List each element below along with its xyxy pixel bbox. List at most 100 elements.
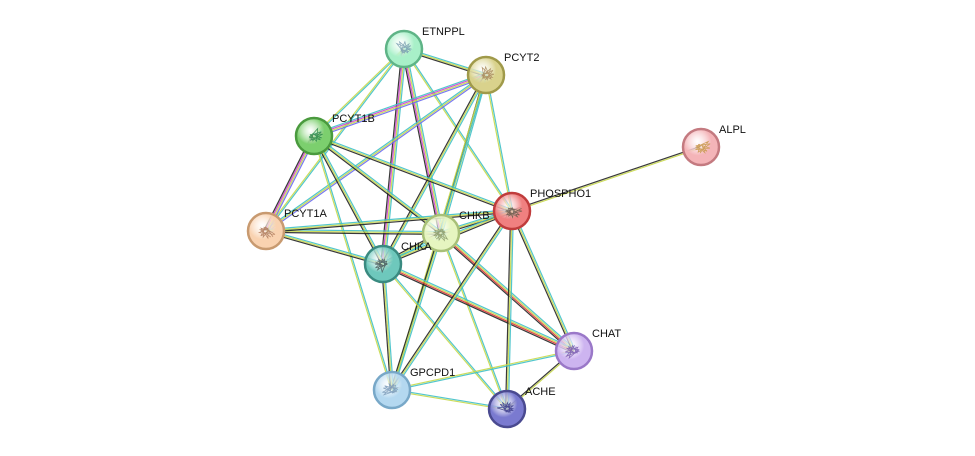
edge-channel-line — [314, 76, 487, 139]
edge-channel-line — [312, 136, 441, 235]
edge-pcyt1b-chka[interactable] — [312, 135, 385, 265]
node-phospho1[interactable]: PHOSPHO1 — [492, 188, 591, 231]
node-bubble — [492, 191, 532, 231]
edge-channel-line — [392, 233, 443, 391]
edge-pcyt1b-gpcpd1[interactable] — [312, 135, 394, 391]
node-label: GPCPD1 — [410, 367, 455, 379]
protein-structure-thumbnail — [374, 258, 388, 274]
edge-channel-line — [511, 145, 701, 211]
node-chkb[interactable]: CHKB — [421, 210, 490, 253]
edge-channel-line — [264, 48, 404, 231]
edge-channel-line — [265, 230, 442, 234]
edge-channel-line — [439, 233, 507, 410]
protein-structure-thumbnail — [432, 227, 449, 242]
protein-structure-thumbnail — [564, 344, 581, 360]
edge-channel-line — [401, 49, 440, 234]
edge-pcyt1a-phospho1[interactable] — [265, 209, 513, 233]
edge-pcyt2-phospho1[interactable] — [484, 74, 514, 212]
edge-channel-line — [314, 134, 443, 233]
node-alpl[interactable]: ALPL — [681, 124, 746, 167]
edge-channel-line — [404, 48, 443, 233]
edge-channel-line — [510, 211, 574, 352]
edge-channel-line — [265, 231, 441, 235]
node-etnppl[interactable]: ETNPPL — [384, 26, 465, 69]
edge-channel-line — [314, 135, 394, 390]
edge-etnppl-pcyt1b[interactable] — [313, 48, 405, 137]
edge-chkb-ache[interactable] — [439, 232, 509, 410]
edge-channel-line — [266, 49, 406, 232]
edge-channel-line — [507, 211, 514, 410]
edge-etnppl-chka[interactable] — [380, 48, 407, 265]
edge-channel-line — [266, 229, 384, 264]
node-pcyt1a[interactable]: PCYT1A — [246, 208, 327, 251]
edge-chka-gpcpd1[interactable] — [381, 263, 394, 391]
edge-channel-line — [384, 49, 407, 265]
node-pcyt1b[interactable]: PCYT1B — [294, 113, 375, 156]
edges-layer — [263, 47, 702, 411]
edge-etnppl-chkb[interactable] — [401, 48, 444, 234]
node-bubble — [246, 211, 286, 251]
node-gpcpd1[interactable]: GPCPD1 — [372, 367, 455, 410]
edge-phospho1-gpcpd1[interactable] — [390, 209, 514, 392]
edge-channel-line — [506, 210, 513, 410]
node-label: CHKB — [459, 210, 490, 222]
edge-alpl-phospho1[interactable] — [511, 145, 702, 213]
edge-pcyt1b-phospho1[interactable] — [313, 134, 513, 213]
node-ache[interactable]: ACHE — [487, 386, 556, 429]
edge-channel-line — [314, 135, 385, 264]
node-pcyt2[interactable]: PCYT2 — [466, 52, 539, 95]
edge-phospho1-ache[interactable] — [505, 210, 514, 410]
node-bubble — [421, 213, 461, 253]
edge-channel-line — [313, 48, 404, 136]
edge-channel-line — [265, 231, 383, 266]
edge-channel-line — [312, 136, 383, 265]
edge-channel-line — [486, 74, 514, 211]
edge-gpcpd1-ache[interactable] — [391, 388, 508, 411]
edge-channel-line — [381, 74, 486, 264]
edge-channel-line — [264, 73, 486, 231]
edge-channel-line — [391, 349, 574, 390]
edge-channel-line — [313, 73, 486, 136]
edge-channel-line — [391, 210, 513, 391]
edge-chkb-gpcpd1[interactable] — [390, 232, 443, 391]
edge-channel-line — [391, 232, 442, 391]
edge-channel-line — [392, 211, 514, 392]
node-chat[interactable]: CHAT — [554, 328, 621, 371]
node-label: PCYT1A — [284, 208, 327, 220]
edge-channel-line — [382, 264, 507, 410]
edge-channel-line — [265, 209, 512, 231]
edge-phospho1-chat[interactable] — [510, 210, 576, 352]
edge-channel-line — [405, 48, 444, 233]
edge-pcyt2-pcyt1a[interactable] — [264, 73, 488, 233]
edge-channel-line — [265, 210, 513, 232]
node-chka[interactable]: CHKA — [363, 241, 432, 284]
edge-channel-line — [512, 210, 576, 351]
node-bubble — [554, 331, 594, 371]
node-label: PCYT1B — [332, 113, 375, 125]
edge-chka-ache[interactable] — [382, 263, 508, 410]
edge-chka-chat[interactable] — [381, 261, 576, 354]
edge-channel-line — [312, 136, 392, 391]
edge-channel-line — [404, 48, 514, 211]
node-label: CHAT — [592, 328, 621, 340]
protein-structure-thumbnail — [257, 226, 276, 240]
edge-channel-line — [391, 390, 507, 411]
protein-structure-thumbnail — [504, 207, 523, 219]
edge-channel-line — [383, 263, 508, 409]
edge-channel-line — [392, 351, 575, 392]
edge-channel-line — [505, 210, 512, 409]
edge-channel-line — [382, 264, 574, 353]
edge-pcyt1a-chka[interactable] — [265, 229, 384, 266]
edge-channel-line — [383, 261, 576, 350]
node-label: PHOSPHO1 — [530, 188, 591, 200]
edge-chkb-chat[interactable] — [439, 230, 576, 354]
edge-pcyt2-pcyt1b[interactable] — [313, 72, 487, 139]
edge-chat-gpcpd1[interactable] — [391, 349, 575, 392]
edge-channel-line — [383, 263, 394, 390]
node-bubble — [466, 55, 506, 95]
edge-channel-line — [381, 48, 404, 264]
protein-structure-thumbnail — [496, 401, 515, 413]
edge-etnppl-pcyt1a[interactable] — [264, 48, 406, 232]
node-label: PCYT2 — [504, 52, 539, 64]
